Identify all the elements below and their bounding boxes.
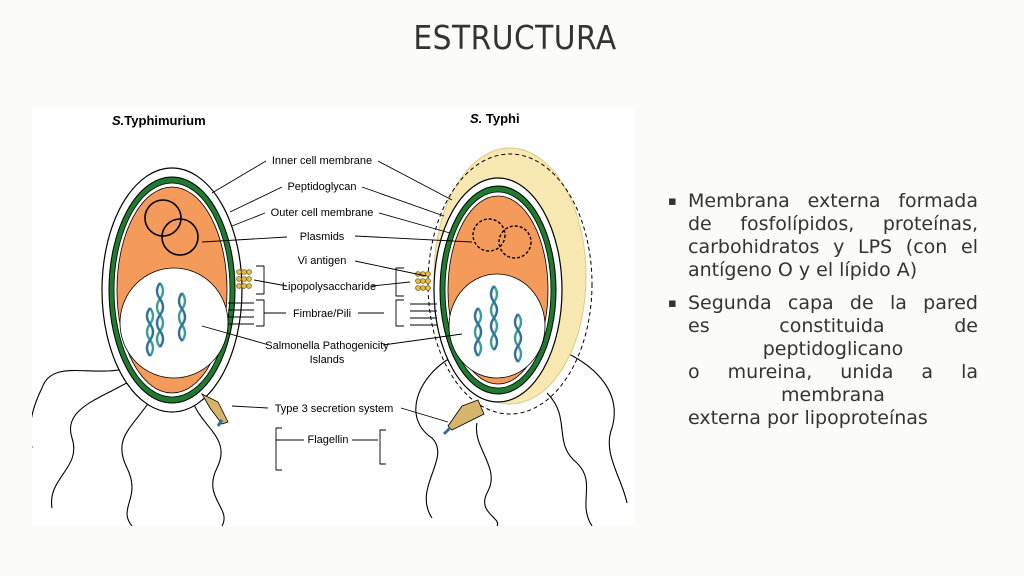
- typhi-cell: [410, 147, 628, 526]
- bullet-line: o mureina, unida a la: [688, 361, 978, 383]
- left-strain-label: S.Typhimurium: [112, 113, 206, 128]
- right-strain-label: S. Typhi: [470, 111, 520, 126]
- diagram-svg: S.Typhimurium S. Typhi: [32, 111, 628, 526]
- bullet-text-outer-membrane: Membrana externa formada de fosfolípidos…: [688, 190, 978, 281]
- slide-title: ESTRUCTURA: [413, 18, 617, 57]
- label-flagellin: Flagellin: [308, 434, 349, 446]
- bullet-line: es constituida de: [688, 315, 978, 337]
- label-peptidoglycan: Peptidoglycan: [287, 181, 356, 193]
- label-type3-secretion: Type 3 secretion system: [275, 403, 394, 415]
- square-bullet-icon: ▪: [668, 194, 677, 209]
- right-flagella: [415, 352, 628, 526]
- label-lipopolysaccharide: Lipopolysaccharide: [282, 281, 376, 293]
- label-plasmids: Plasmids: [300, 231, 345, 243]
- label-salmonella-pathogenicity: Salmonella Pathogenicity: [265, 340, 389, 352]
- label-vi-antigen: Vi antigen: [298, 255, 347, 267]
- bullet-item-outer-membrane: ▪ Membrana externa formada de fosfolípid…: [668, 190, 978, 282]
- right-fimbrae: [410, 303, 437, 326]
- label-outer-cell-membrane: Outer cell membrane: [271, 207, 374, 219]
- bullet-line: externa por lipoproteínas: [688, 407, 928, 429]
- leader-lines: [201, 160, 473, 471]
- label-inner-cell-membrane: Inner cell membrane: [272, 155, 372, 167]
- salmonella-structure-diagram: S.Typhimurium S. Typhi: [32, 108, 635, 526]
- bullet-line: peptidoglicano: [762, 338, 904, 360]
- label-islands: Islands: [310, 354, 345, 366]
- structure-labels: Inner cell membrane Peptidoglycan Outer …: [265, 155, 393, 446]
- label-fimbrae-pili: Fimbrae/Pili: [293, 308, 351, 320]
- left-dna: [145, 282, 187, 357]
- left-lps: [236, 269, 252, 289]
- right-dna: [473, 285, 523, 363]
- typhimurium-cell: [32, 167, 254, 526]
- bullet-list: ▪ Membrana externa formada de fosfolípid…: [668, 190, 978, 440]
- bullet-item-peptidoglycan: ▪ Segunda capa de la pared es constituid…: [668, 292, 978, 430]
- bullet-line: membrana: [781, 384, 885, 406]
- square-bullet-icon: ▪: [668, 296, 677, 311]
- left-fimbrae: [228, 302, 254, 325]
- bullet-line: Segunda capa de la pared: [688, 292, 978, 314]
- left-flagella: [32, 367, 225, 526]
